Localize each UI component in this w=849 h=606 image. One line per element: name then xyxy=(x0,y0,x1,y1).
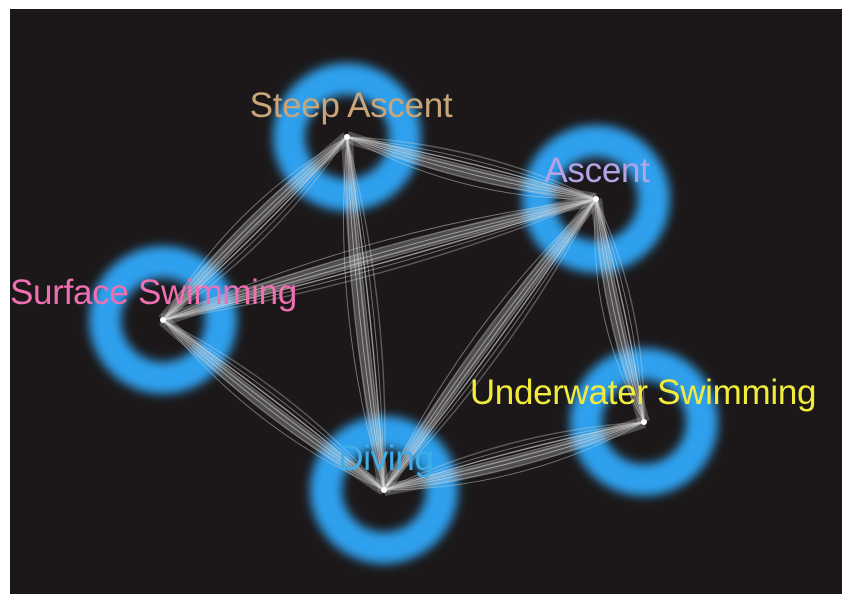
label-surface-swimming: Surface Swimming xyxy=(10,273,297,312)
edge-strand xyxy=(383,421,645,491)
edge-strand xyxy=(346,136,385,491)
edge-strand xyxy=(346,136,385,491)
edge-strand xyxy=(383,421,645,491)
edge-strand xyxy=(162,198,597,321)
edge-strand xyxy=(162,319,385,491)
edge-strand xyxy=(383,421,645,491)
edge-strand xyxy=(162,198,597,321)
edge-strand xyxy=(162,136,348,321)
edge-strand xyxy=(162,319,385,491)
edge-strand xyxy=(383,198,597,491)
ring-underwater-swimming xyxy=(570,348,718,496)
edge-strand xyxy=(162,136,348,321)
edge-strand xyxy=(383,198,597,491)
edge-band xyxy=(345,131,597,205)
edge-strand xyxy=(162,319,385,491)
edge-strand xyxy=(595,198,645,423)
edge-strand xyxy=(162,319,385,491)
edge-strand xyxy=(346,136,597,200)
edge-strand xyxy=(162,136,348,321)
edge-band xyxy=(382,416,646,496)
edge-steep-ascent-to-surface-swimming xyxy=(158,132,351,324)
edge-band xyxy=(341,136,390,491)
label-diving: Diving xyxy=(338,439,433,478)
edge-strand xyxy=(162,198,597,321)
edge-band xyxy=(158,132,351,324)
edge-strand xyxy=(162,319,385,491)
edge-ascent-to-surface-swimming xyxy=(161,193,598,326)
ring-diving xyxy=(310,416,458,564)
edge-strand xyxy=(162,136,348,321)
edge-strand xyxy=(346,136,385,491)
edge-strand xyxy=(383,421,645,491)
transition-edges xyxy=(158,131,650,496)
node-labels: Steep Ascent Ascent Surface Swimming Und… xyxy=(10,86,816,478)
edge-strand xyxy=(383,198,597,491)
edge-strand xyxy=(383,198,597,491)
hub-steep-ascent xyxy=(344,134,350,140)
edge-strand xyxy=(346,136,385,491)
edge-strand xyxy=(383,198,597,491)
edge-strand xyxy=(595,198,645,423)
edge-ascent-to-underwater-swimming xyxy=(590,198,650,424)
hub-surface-swimming xyxy=(160,317,166,323)
edge-strand xyxy=(383,421,645,491)
edge-diving-to-underwater-swimming xyxy=(382,416,646,496)
edge-strand xyxy=(162,198,597,321)
ring-surface-swimming xyxy=(89,246,237,394)
edge-band xyxy=(161,193,598,326)
edge-strand xyxy=(346,136,597,200)
edge-strand xyxy=(346,136,597,200)
edge-strand xyxy=(162,198,597,321)
edge-steep-ascent-to-ascent xyxy=(345,131,597,205)
edge-band xyxy=(378,195,601,494)
edge-strand xyxy=(346,136,385,491)
hub-ascent xyxy=(593,196,599,202)
edge-strand xyxy=(383,198,597,491)
edge-strand xyxy=(343,136,385,491)
edge-strand xyxy=(162,198,597,321)
ring-ascent xyxy=(522,125,670,273)
edge-ascent-to-diving xyxy=(378,195,601,494)
edge-strand xyxy=(162,198,597,321)
edge-strand xyxy=(383,421,645,491)
edge-strand xyxy=(383,421,645,491)
edge-strand xyxy=(594,198,645,423)
ring-steep-ascent xyxy=(273,63,421,211)
hub-diving xyxy=(381,487,387,493)
edge-strand xyxy=(162,319,385,491)
edge-band xyxy=(159,315,388,496)
edge-strand xyxy=(162,136,348,321)
edge-strand xyxy=(162,136,348,321)
label-ascent: Ascent xyxy=(544,151,650,190)
edge-strand xyxy=(346,136,597,200)
label-steep-ascent: Steep Ascent xyxy=(250,86,453,125)
edge-strand xyxy=(383,198,597,491)
edge-strand xyxy=(346,136,597,200)
edge-strand xyxy=(595,198,645,423)
edge-strand xyxy=(162,198,597,321)
label-underwater-swimming: Underwater Swimming xyxy=(470,373,816,412)
hub-underwater-swimming xyxy=(641,419,647,425)
edge-surface-swimming-to-diving xyxy=(159,315,388,496)
edge-strand xyxy=(346,136,386,491)
edge-strand xyxy=(162,319,385,491)
edge-strand xyxy=(595,198,645,423)
edge-strand xyxy=(595,198,645,423)
edge-steep-ascent-to-diving xyxy=(341,136,390,491)
edge-strand xyxy=(162,319,385,491)
edge-strand xyxy=(383,421,645,491)
edge-strand xyxy=(346,136,385,491)
edge-strand xyxy=(346,136,597,200)
edge-strand xyxy=(346,136,597,200)
edge-strand xyxy=(595,198,645,423)
edge-strand xyxy=(383,198,597,491)
edge-strand xyxy=(162,136,348,321)
edge-strand xyxy=(346,136,597,200)
edge-strand xyxy=(162,136,348,321)
edge-strand xyxy=(595,198,645,423)
